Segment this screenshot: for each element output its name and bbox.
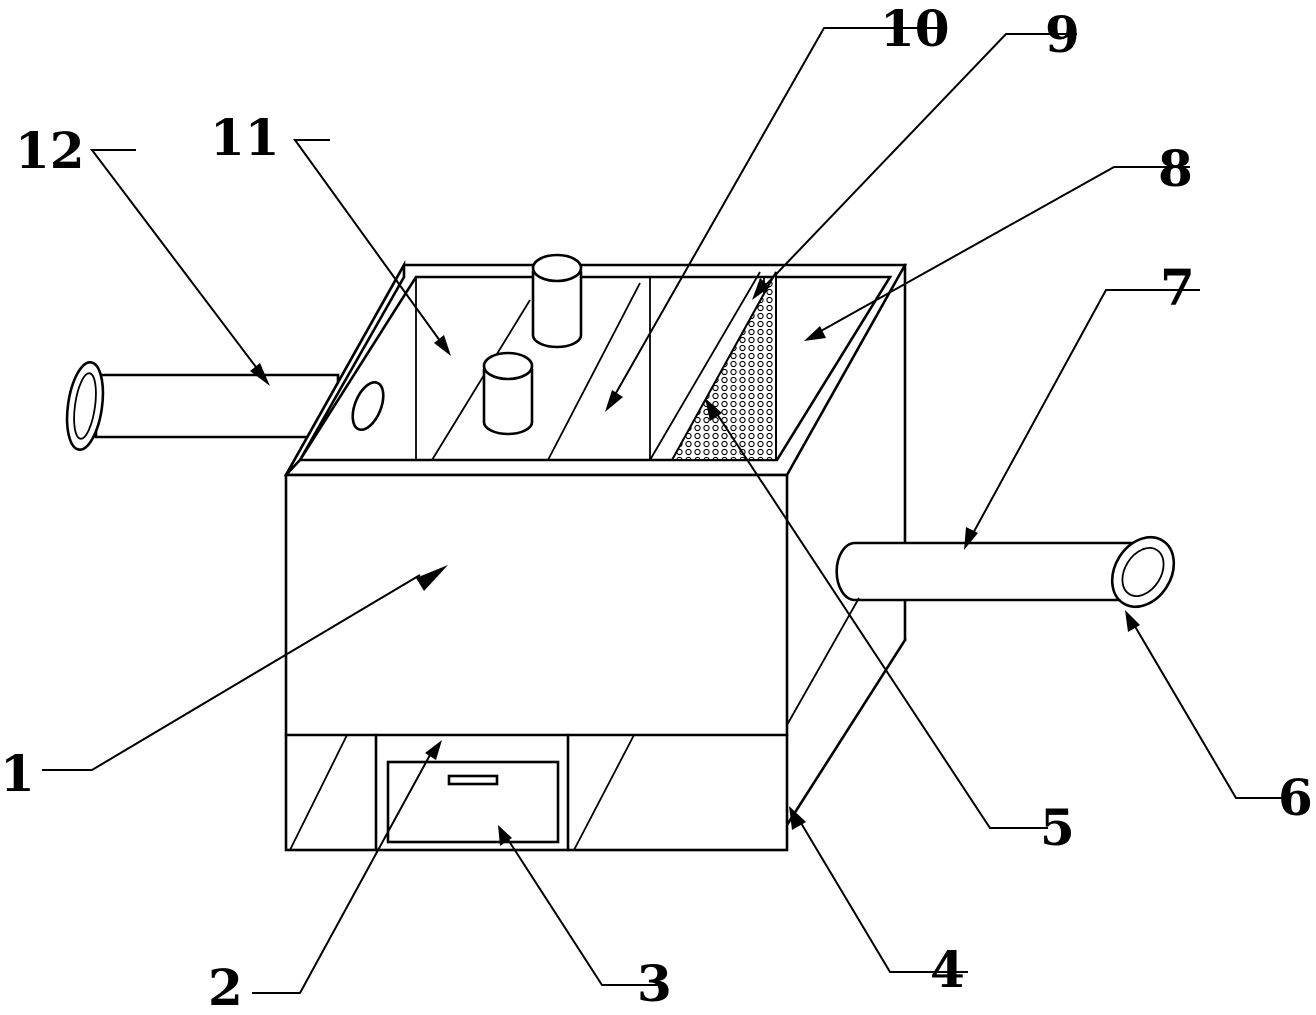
- inlet-flange: [65, 361, 105, 451]
- cylinder-upper: [531, 253, 583, 349]
- drawer-handle: [447, 774, 499, 786]
- callout-6: 6: [1278, 768, 1313, 827]
- drawer: [386, 760, 560, 844]
- callout-2: 2: [208, 958, 243, 1015]
- callout-3: 3: [637, 954, 672, 1013]
- callout-9: 9: [1045, 5, 1080, 64]
- callout-4: 4: [930, 940, 965, 999]
- leader-lines: [42, 27, 1282, 994]
- callout-8: 8: [1158, 139, 1193, 198]
- callout-5: 5: [1040, 798, 1075, 857]
- callout-11: 11: [210, 108, 280, 167]
- outlet-flange: [1110, 535, 1176, 609]
- callout-7: 7: [1160, 258, 1195, 317]
- outlet-pipe: [835, 535, 1176, 609]
- inlet-pipe: [65, 361, 340, 451]
- callout-1: 1: [0, 744, 35, 803]
- filter-screen: [670, 271, 777, 461]
- callout-10: 10: [880, 0, 950, 58]
- filter-screen-frame: [649, 271, 761, 461]
- callout-12: 12: [15, 121, 85, 180]
- side-hole: [351, 381, 385, 431]
- cylinder-lower: [482, 351, 534, 436]
